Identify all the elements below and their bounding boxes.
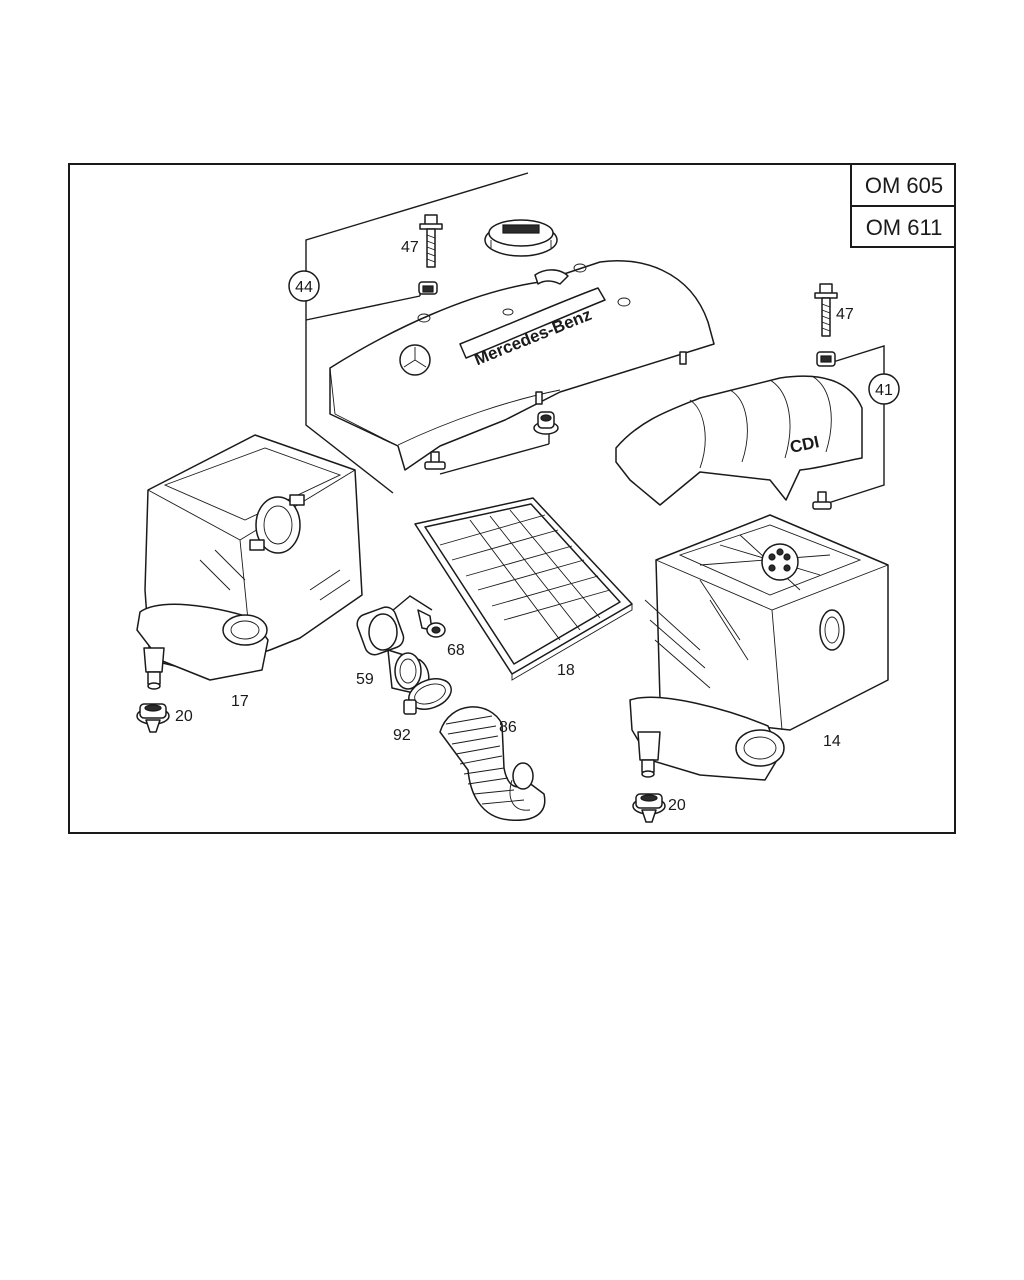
cdi-cover-41: CDI <box>615 375 863 506</box>
grommet-cover <box>533 411 559 435</box>
callout-59: 59 <box>356 671 374 688</box>
group-44-bracket <box>288 172 529 494</box>
callout-47-right: 47 <box>836 306 854 323</box>
callout-20-right: 20 <box>668 797 686 814</box>
engine-code-om605: OM 605 <box>864 173 944 198</box>
callout-14: 14 <box>823 733 841 750</box>
filter-element-18 <box>414 497 633 681</box>
air-filter-housing-17 <box>136 434 363 690</box>
callout-92: 92 <box>393 727 411 744</box>
diagram-frame <box>68 163 956 834</box>
intake-hose-86 <box>439 706 546 821</box>
callout-20-left: 20 <box>175 708 193 725</box>
engine-code-divider <box>852 205 956 207</box>
bolt-cdi <box>812 491 832 510</box>
air-filter-housing-14 <box>629 514 889 781</box>
bolt-cover <box>424 451 446 470</box>
callout-68: 68 <box>447 642 465 659</box>
grommet-20-left <box>136 703 170 733</box>
engine-code-box: OM 605 OM 611 <box>850 163 956 248</box>
engine-code-om611: OM 611 <box>865 215 943 240</box>
hose-clamp-92 <box>403 678 452 715</box>
callout-17: 17 <box>231 693 249 710</box>
callout-41: 41 <box>875 382 893 399</box>
callout-18: 18 <box>557 662 575 679</box>
engine-cover-44: Mercedes-Benz <box>329 259 715 471</box>
filler-cap <box>484 219 558 257</box>
callout-41-circle <box>868 373 900 405</box>
screw-47-right <box>814 283 838 367</box>
callout-86: 86 <box>499 719 517 736</box>
bracket-44-lower <box>439 443 550 475</box>
group-41-bracket <box>821 345 900 506</box>
air-mass-sensor-59 <box>356 595 433 695</box>
callout-44-circle <box>288 270 320 302</box>
callout-44: 44 <box>295 279 313 296</box>
screw-47-left <box>418 214 443 295</box>
screw-68 <box>417 609 446 638</box>
callout-47-left: 47 <box>401 239 419 256</box>
grommet-20-right <box>632 793 666 823</box>
